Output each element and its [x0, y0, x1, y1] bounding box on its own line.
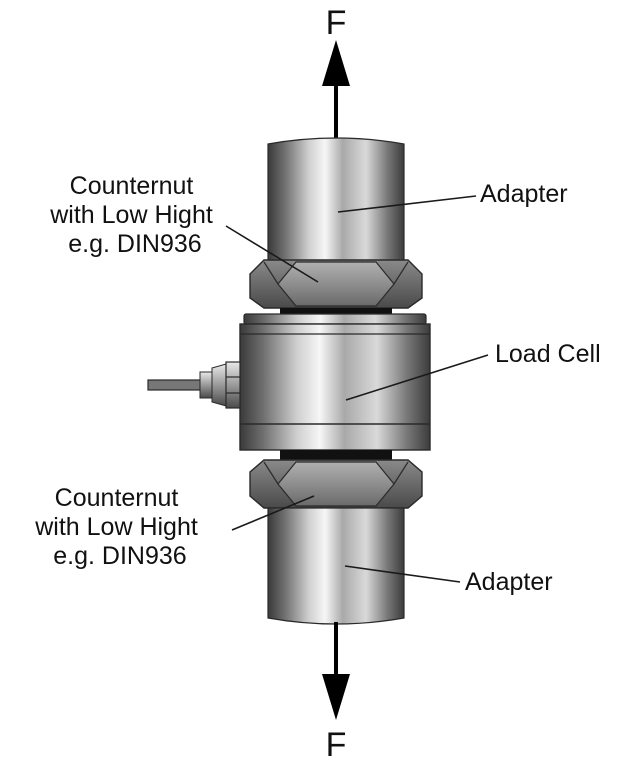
force-label-bottom: F [326, 726, 347, 760]
load-cell-body [239, 308, 431, 462]
force-arrow-top [322, 40, 350, 140]
label-adapter-bottom: Adapter [465, 568, 553, 596]
counternut-bottom [249, 459, 423, 509]
force-label-top: F [326, 4, 347, 42]
counternut-top [249, 259, 423, 309]
force-arrow-bottom [322, 622, 350, 720]
label-counternut-top-line3: e.g. DIN936 [68, 230, 201, 258]
label-counternut-bottom-line2: with Low Hight [34, 513, 198, 541]
label-counternut-bottom: Counternut with Low Hight e.g. DIN936 [34, 484, 205, 570]
adapter-top [267, 137, 405, 273]
label-counternut-bottom-line3: e.g. DIN936 [53, 542, 186, 570]
label-counternut-top-line2: with Low Hight [49, 201, 213, 229]
leader-adapter-bottom [344, 565, 461, 583]
cable-gland [147, 361, 241, 409]
label-adapter-top: Adapter [480, 180, 568, 208]
leader-counternut-bottom [231, 495, 315, 531]
label-counternut-top-line1: Counternut [70, 172, 194, 200]
adapter-bottom [267, 507, 405, 625]
leader-adapter-top [337, 195, 477, 213]
label-load-cell: Load Cell [495, 340, 601, 368]
leader-load-cell [345, 354, 489, 401]
label-counternut-top: Counternut with Low Hight e.g. DIN936 [49, 172, 220, 258]
label-counternut-bottom-line1: Counternut [55, 484, 179, 512]
leader-counternut-top [225, 225, 319, 283]
